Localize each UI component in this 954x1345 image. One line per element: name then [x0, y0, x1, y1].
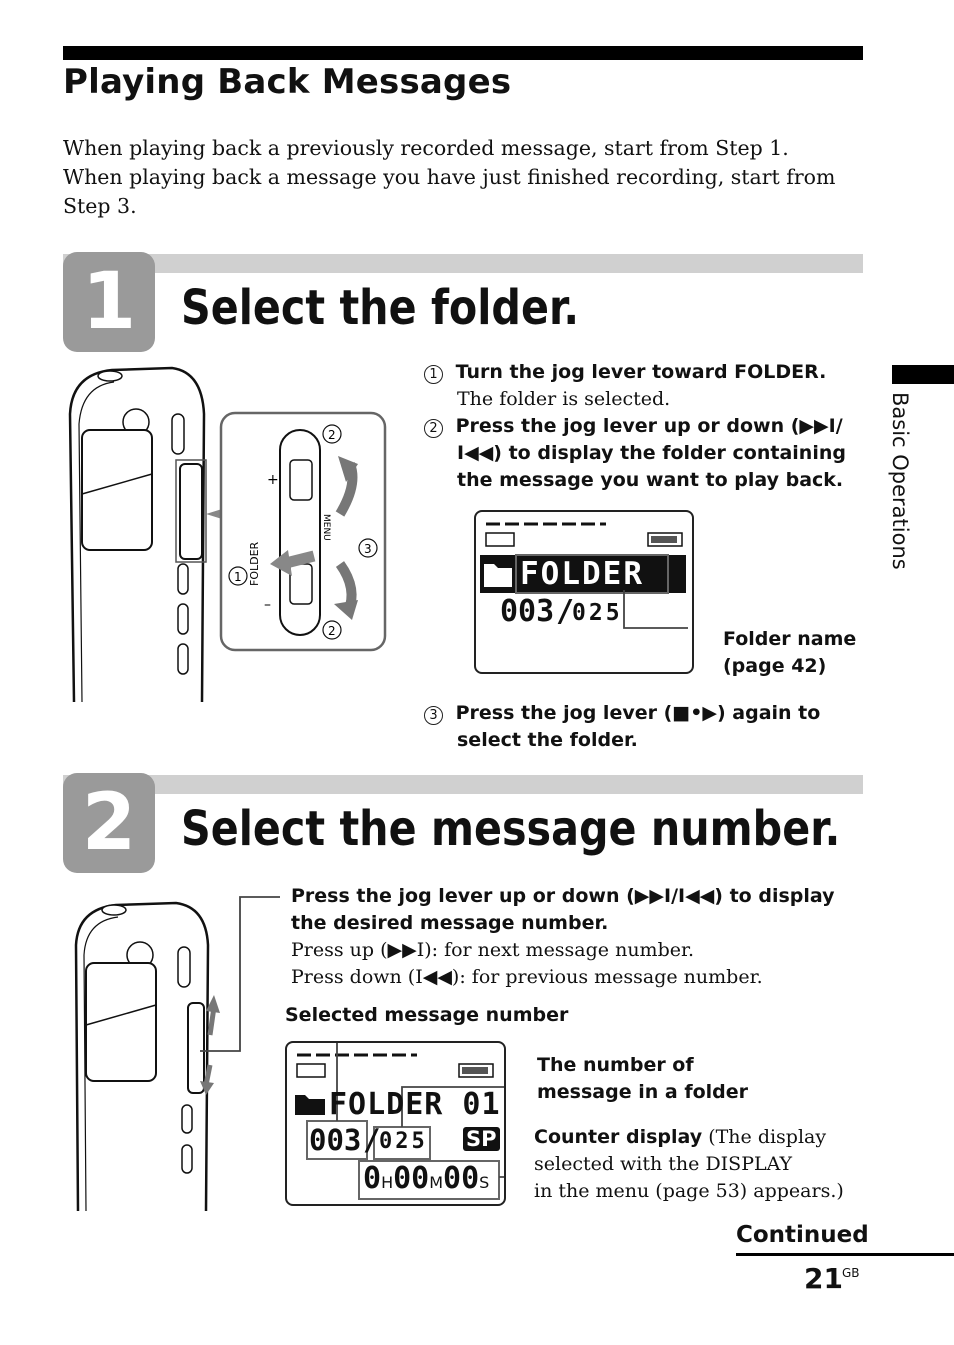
recorder-illustration-step2 — [74, 896, 280, 1212]
lcd-graphics — [480, 522, 688, 629]
lcd-slash: / — [363, 1123, 381, 1157]
marker-1: 1 — [234, 570, 242, 584]
lcd-message-current: 003 — [500, 594, 555, 629]
instruction-text: the message you want to play back. — [457, 469, 844, 491]
callout-number-of-messages-2: message in a folder — [537, 1081, 749, 1103]
instruction-text: select the folder. — [457, 729, 638, 751]
step2-number: 2 — [63, 773, 155, 873]
lcd-display-step1: FOLDER 01 003 / 025 — [474, 510, 694, 674]
section-tab — [892, 365, 954, 384]
callout-counter-display: Counter display (The display — [534, 1124, 826, 1151]
continued-label: Continued — [736, 1222, 869, 1248]
intro-line: Step 3. — [63, 194, 137, 218]
plus-label: + — [267, 472, 279, 488]
folder-label: FOLDER — [248, 541, 261, 586]
top-rule — [63, 46, 863, 60]
intro-line: When playing back a message you have jus… — [63, 165, 836, 189]
marker-2-top: 2 — [328, 428, 336, 442]
marker-circle: 2 — [424, 419, 443, 438]
step2-press-up: Press up (▶▶I): for next message number. — [291, 939, 695, 961]
lcd-slash: / — [556, 594, 575, 629]
step1-instruction-1-body: The folder is selected. — [457, 388, 671, 410]
counter-s-unit: S — [479, 1173, 490, 1192]
section-label: Basic Operations — [888, 392, 912, 570]
marker-circle: 3 — [424, 706, 443, 725]
instruction-text: Press the jog lever (■•▶) again to — [455, 702, 821, 724]
marker-2-bottom: 2 — [328, 624, 336, 638]
lcd-message-current: 003 — [309, 1123, 362, 1157]
lcd-message-total: 025 — [379, 1129, 428, 1154]
callout-counter-line2: selected with the DISPLAY — [534, 1153, 793, 1175]
lcd-display-step2: FOLDER 01 003 / 025 SP 0H00M00S — [285, 1041, 506, 1206]
page-number: 21 — [804, 1262, 843, 1295]
step2-bar — [63, 775, 863, 794]
instruction-text: I◀◀) to display the folder containing — [457, 442, 846, 464]
callout-counter-line3: in the menu (page 53) appears.) — [534, 1180, 844, 1202]
callout-folder-name: Folder name — [723, 628, 857, 650]
intro-line: When playing back a previously recorded … — [63, 136, 789, 160]
marker-circle: 1 — [424, 365, 443, 384]
callout-number-of-messages: The number of — [537, 1054, 694, 1076]
callout-selected-number: Selected message number — [285, 1004, 569, 1026]
step2-instruction-line1: Press the jog lever up or down (▶▶I/I◀◀)… — [291, 885, 835, 907]
step2-press-down: Press down (I◀◀): for previous message n… — [291, 966, 763, 988]
counter-hours: 0 — [363, 1161, 382, 1196]
marker-3: 3 — [364, 542, 372, 556]
step1-bar — [63, 254, 863, 273]
step1-instruction-3: 3 Press the jog lever (■•▶) again to — [424, 700, 820, 727]
step1-title: Select the folder. — [181, 280, 580, 336]
counter-minutes: 00 — [393, 1161, 430, 1196]
step2-title: Select the message number. — [181, 801, 841, 857]
footer-rule — [736, 1253, 954, 1256]
intro-paragraph: When playing back a previously recorded … — [63, 134, 863, 221]
counter-seconds: 00 — [443, 1161, 480, 1196]
lcd-message-total: 025 — [572, 600, 623, 626]
recorder-illustration-step1: + – FOLDER MENU 2 3 1 2 — [68, 366, 387, 703]
lcd-graphics — [295, 1043, 504, 1200]
callout-counter-title: Counter display — [534, 1126, 703, 1148]
callout-counter-text: (The display — [702, 1126, 827, 1148]
counter-h-unit: H — [381, 1173, 394, 1192]
instruction-text: Turn the jog lever toward FOLDER. — [455, 361, 827, 383]
page-title: Playing Back Messages — [63, 62, 512, 102]
lcd-sp-badge: SP — [463, 1127, 500, 1151]
page-suffix: GB — [842, 1266, 860, 1280]
step1-instruction-2: 2 Press the jog lever up or down (▶▶I/ — [424, 413, 843, 440]
instruction-text: Press the jog lever up or down (▶▶I/ — [455, 415, 843, 437]
counter-m-unit: M — [429, 1173, 444, 1192]
step1-number: 1 — [63, 252, 155, 352]
lcd-folder-label: FOLDER 01 — [329, 1087, 501, 1122]
lcd-folder-label: FOLDER 01 — [520, 556, 644, 628]
minus-label: – — [264, 597, 271, 613]
lcd-counter: 0H00M00S — [363, 1161, 489, 1196]
step1-instruction-1: 1 Turn the jog lever toward FOLDER. — [424, 359, 826, 386]
callout-folder-name-page: (page 42) — [723, 655, 827, 677]
menu-label: MENU — [321, 514, 331, 541]
step2-instruction-line2: the desired message number. — [291, 912, 609, 934]
